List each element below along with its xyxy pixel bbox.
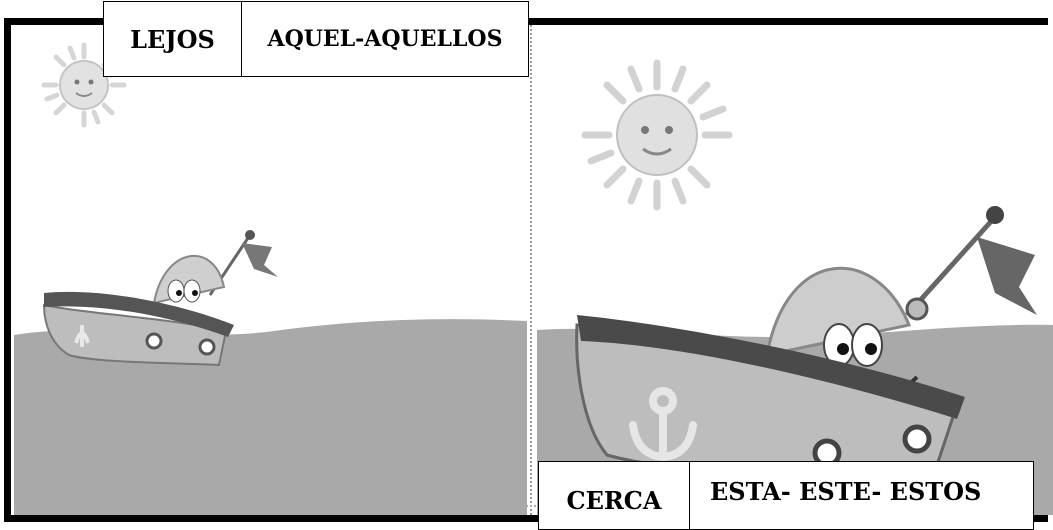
scene-near [537,59,1053,515]
panel-near [537,25,1053,515]
boat-icon [42,230,278,367]
boat-icon [575,206,1037,474]
near-demonstratives: ESTA- ESTE- ESTOS [689,462,1033,529]
far-demonstratives: AQUEL-AQUELLOS [241,2,528,76]
sea [14,319,527,515]
near-word: CERCA [566,486,662,515]
label-table-near: CERCA ESTA- ESTE- ESTOS [538,461,1034,530]
sun-icon [581,59,733,211]
panel-far [14,25,527,515]
scene-far [14,42,527,515]
panel-divider [530,25,532,515]
label-table-far: LEJOS AQUEL-AQUELLOS [103,1,529,77]
far-word: LEJOS [130,24,215,54]
bottom-edge [14,505,1044,507]
